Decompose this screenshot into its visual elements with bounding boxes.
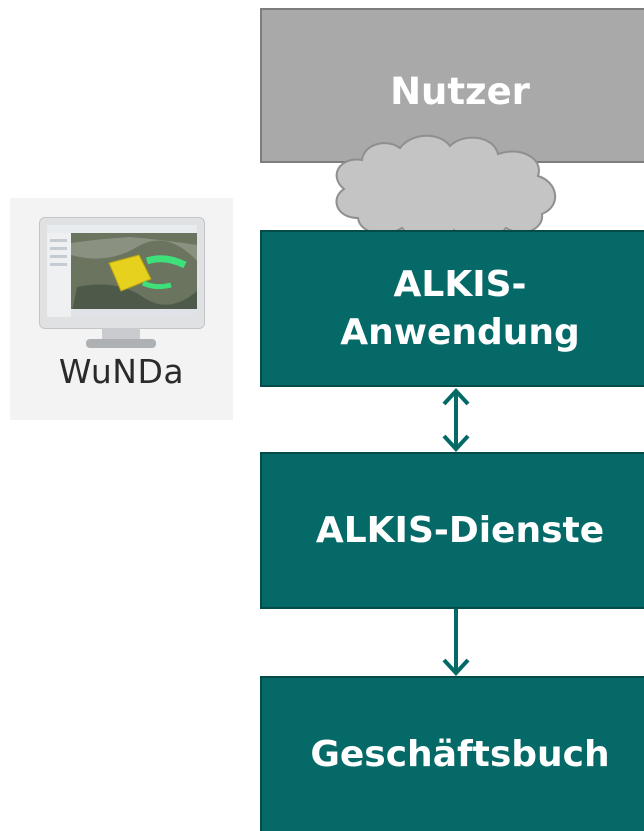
- monitor-screen: [47, 225, 197, 317]
- double-arrow-icon: [442, 388, 470, 452]
- map-screenshot: [47, 225, 197, 317]
- monitor-stand: [102, 328, 140, 340]
- services-layer: ALKIS-Dienste: [260, 452, 644, 609]
- user-layer: Nutzer: [260, 8, 644, 163]
- logo-text: WuNDa: [58, 352, 185, 391]
- application-layer: ALKIS- Anwendung: [260, 230, 644, 387]
- monitor-base: [86, 339, 156, 348]
- wunda-logo: WuNDa: [10, 198, 233, 420]
- book-layer: Geschäftsbuch: [260, 676, 644, 831]
- application-layer-label: ALKIS- Anwendung: [340, 263, 580, 353]
- down-arrow-icon: [442, 609, 470, 676]
- user-layer-label: Nutzer: [390, 70, 530, 113]
- services-layer-label: ALKIS-Dienste: [315, 509, 605, 551]
- monitor-map-icon: [39, 217, 205, 329]
- book-layer-label: Geschäftsbuch: [310, 733, 610, 775]
